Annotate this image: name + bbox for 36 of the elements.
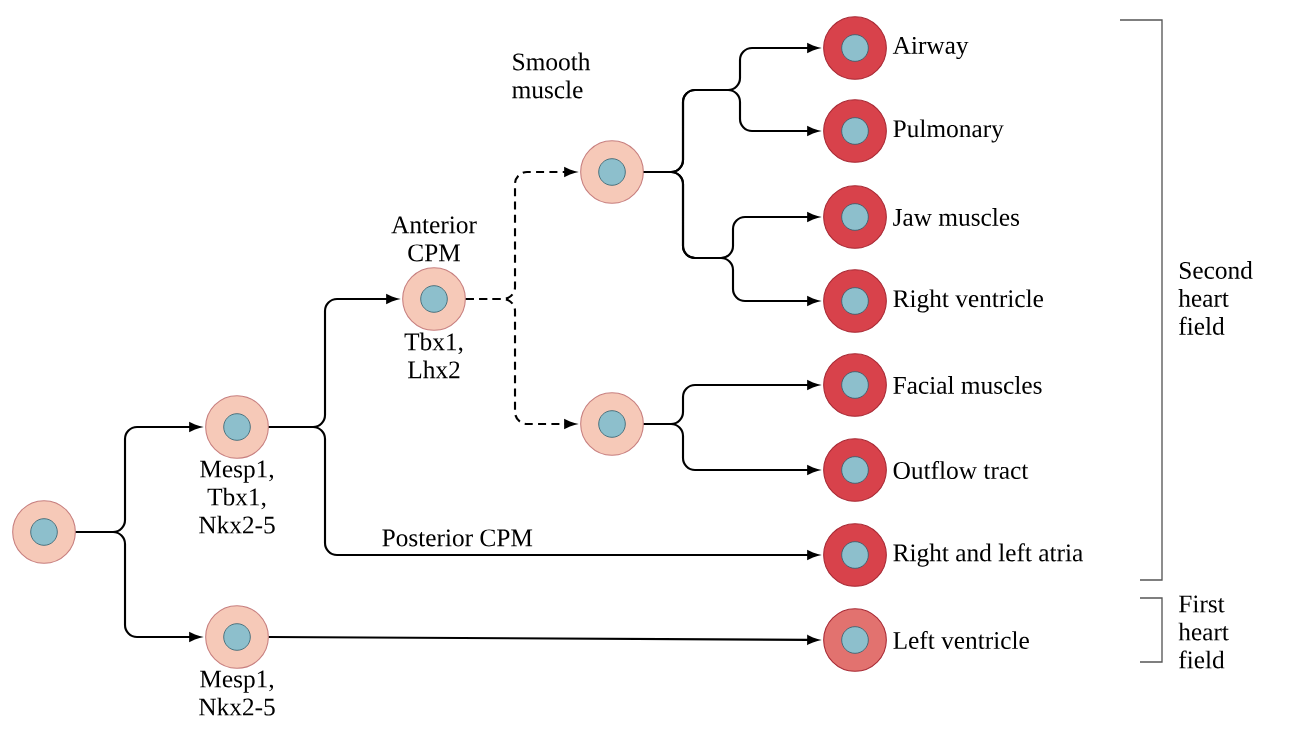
cell xyxy=(205,605,269,669)
cell-label: Left ventricle xyxy=(893,630,1029,650)
cell xyxy=(823,608,887,672)
bracket-label: Second heart field xyxy=(1178,261,1253,335)
edge-label: Posterior CPM xyxy=(380,528,535,548)
arrow xyxy=(75,530,201,642)
edge-label: Smooth muscle xyxy=(510,51,607,100)
cell-label: Mesp1, Tbx1, Nkx2-5 xyxy=(199,460,275,534)
arrow xyxy=(465,297,576,429)
cell xyxy=(823,353,887,417)
cell-label: Tbx1, Lhx2 xyxy=(404,332,463,379)
cell-label: Outflow tract xyxy=(893,460,1029,480)
cell xyxy=(12,500,76,564)
cell-label: Facial muscles xyxy=(893,376,1042,394)
cell-label: Mesp1, Nkx2-5 xyxy=(199,670,275,716)
cell xyxy=(580,140,644,204)
cell-label: Jaw muscles xyxy=(893,208,1020,226)
cell xyxy=(823,99,887,163)
cell-label: Pulmonary xyxy=(893,119,1004,143)
cell xyxy=(402,267,466,331)
cell xyxy=(823,438,887,502)
cell xyxy=(823,269,887,333)
arrow xyxy=(268,425,819,560)
arrow xyxy=(643,170,819,306)
arrow xyxy=(643,422,819,475)
cell xyxy=(580,392,644,456)
cell-label: Right and left atria xyxy=(893,543,1083,567)
cell xyxy=(205,395,269,459)
cell xyxy=(823,523,887,587)
bracket-label: First heart field xyxy=(1178,595,1229,669)
cell-label: Right ventricle xyxy=(893,289,1043,313)
cell-label: Airway xyxy=(892,36,969,60)
cell-label: Anterior CPM xyxy=(391,216,477,262)
cell xyxy=(823,16,887,80)
arrow xyxy=(268,635,819,645)
cell xyxy=(823,185,887,249)
